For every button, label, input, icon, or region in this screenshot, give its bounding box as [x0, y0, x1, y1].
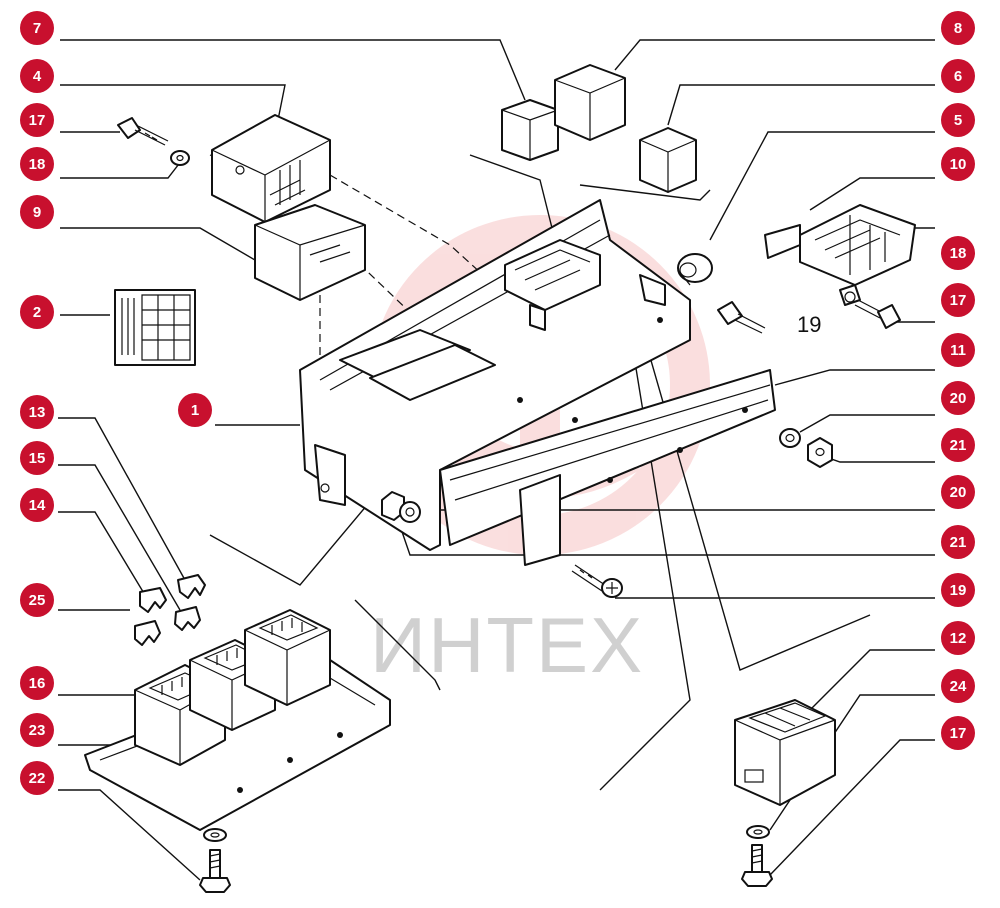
svg-text:10: 10 [950, 156, 967, 173]
svg-text:18: 18 [950, 245, 967, 262]
callout-badge: 6 [941, 59, 975, 93]
svg-text:23: 23 [29, 722, 46, 739]
svg-text:21: 21 [950, 437, 967, 454]
fuse-holder-9 [254, 204, 366, 301]
callout-badge: 2 [20, 295, 54, 329]
screw-19-mid [717, 301, 766, 334]
callout-badge: 4 [20, 59, 54, 93]
washer-22 [203, 828, 227, 842]
callout-badge: 17 [20, 103, 54, 137]
screw-17-right [854, 299, 901, 329]
svg-text:8: 8 [954, 20, 962, 37]
clip-13 [177, 574, 206, 599]
svg-text:4: 4 [33, 68, 42, 85]
svg-text:20: 20 [950, 390, 967, 407]
svg-text:18: 18 [29, 156, 46, 173]
callout-badge: 12 [941, 621, 975, 655]
svg-text:5: 5 [954, 112, 962, 129]
relay-socket [504, 239, 601, 331]
screw-19-low [571, 564, 623, 598]
fuse-label-card [114, 289, 196, 366]
svg-text:2: 2 [33, 304, 41, 321]
callout-badge: 10 [941, 147, 975, 181]
callout-badge: 11 [941, 333, 975, 367]
callout-badge: 23 [20, 713, 54, 747]
svg-text:7: 7 [33, 20, 41, 37]
svg-text:21: 21 [950, 534, 967, 551]
washer-24 [746, 825, 770, 839]
clip-15 [174, 606, 201, 631]
bolt-17-bottom [741, 844, 773, 887]
callout-badge: 8 [941, 11, 975, 45]
screw-17-top [117, 117, 169, 146]
nut-21-right [807, 437, 833, 468]
callout-badge: 21 [941, 525, 975, 559]
callout-badge: 7 [20, 11, 54, 45]
relay-7 [501, 99, 559, 161]
callout-badge: 21 [941, 428, 975, 462]
clip-25 [134, 620, 161, 646]
bolt-22 [199, 849, 231, 893]
relay-8 [554, 64, 626, 141]
svg-text:24: 24 [950, 678, 967, 695]
callout-badge: 18 [941, 236, 975, 270]
callout-badge: 17 [941, 716, 975, 750]
watermark-text: ИНТЕХ [370, 601, 644, 689]
callout-badge: 19 [941, 573, 975, 607]
callout-badges: 7 8 4 6 17 5 18 10 9 18 2 17 11 1 20 13 … [20, 11, 975, 795]
callout-badge: 15 [20, 441, 54, 475]
clip-14 [139, 587, 167, 613]
svg-text:15: 15 [29, 450, 46, 467]
callout-badge: 20 [941, 381, 975, 415]
part-5 [677, 253, 713, 286]
callout-badge: 16 [20, 666, 54, 700]
callout-badge: 9 [20, 195, 54, 229]
svg-text:13: 13 [29, 404, 46, 421]
svg-text:20: 20 [950, 484, 967, 501]
inline-label-19: 19 [797, 312, 821, 337]
callout-badge: 25 [20, 583, 54, 617]
washer-20-mid [399, 501, 421, 523]
svg-text:6: 6 [954, 68, 962, 85]
svg-text:17: 17 [950, 292, 967, 309]
callout-badge: 18 [20, 147, 54, 181]
callout-badge: 14 [20, 488, 54, 522]
svg-text:17: 17 [950, 725, 967, 742]
svg-text:22: 22 [29, 770, 46, 787]
callout-badge: 13 [20, 395, 54, 429]
svg-text:14: 14 [29, 497, 46, 514]
callout-badge: 1 [178, 393, 212, 427]
svg-text:12: 12 [950, 630, 967, 647]
callout-badge: 22 [20, 761, 54, 795]
svg-text:16: 16 [29, 675, 46, 692]
fuse-block-10 [764, 204, 916, 306]
socket-16-c [244, 609, 331, 706]
svg-text:9: 9 [33, 204, 41, 221]
relay-6 [639, 127, 697, 193]
svg-text:25: 25 [29, 592, 46, 609]
callout-badge: 20 [941, 475, 975, 509]
washer-20-right [779, 428, 801, 448]
svg-text:11: 11 [950, 342, 966, 359]
callout-badge: 17 [941, 283, 975, 317]
callout-badge: 24 [941, 669, 975, 703]
svg-text:17: 17 [29, 112, 46, 129]
washer-18-top [170, 150, 190, 166]
callout-badge: 5 [941, 103, 975, 137]
fuse-holder-4 [211, 114, 331, 223]
relay-block-12 [734, 699, 836, 806]
svg-text:1: 1 [191, 402, 199, 419]
svg-text:19: 19 [950, 582, 967, 599]
